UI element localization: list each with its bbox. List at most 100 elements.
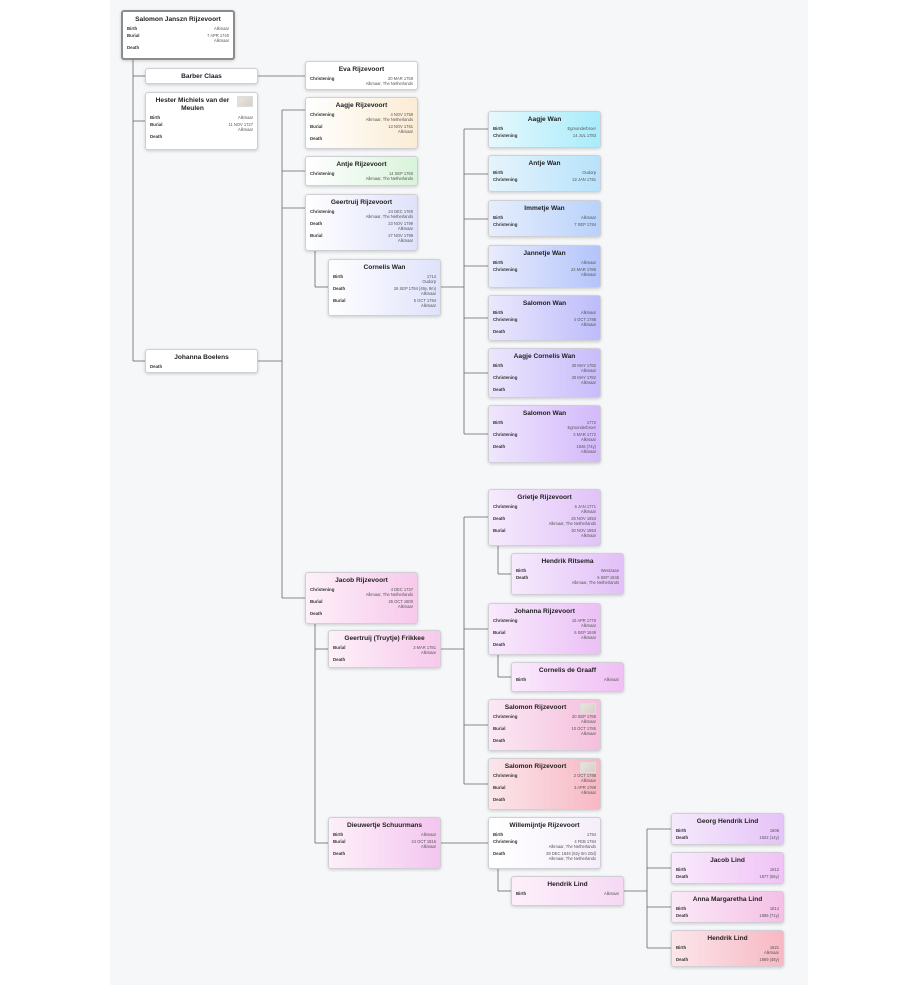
event-label: Burial [333, 298, 346, 303]
event-value: 1822 (14y) [759, 835, 779, 840]
event-value: 23 NOV 1799 Alkmaar [388, 221, 413, 231]
event-row-death: Death [329, 657, 440, 662]
event-label: Death [493, 851, 506, 856]
event-row-burial: Burial 27 NOV 1799 Alkmaar [306, 233, 417, 243]
person-name: Antje Rijzevoort [336, 161, 387, 168]
event-label: Death [333, 657, 346, 662]
event-label: Christening [493, 773, 518, 778]
event-value: 1821 Alkmaar [763, 945, 779, 955]
event-label: Birth [676, 906, 687, 911]
event-value: 7 SEP 1784 [574, 222, 596, 227]
person-name: Salomon Wan [522, 410, 567, 417]
event-label: Christening [493, 839, 518, 844]
event-label: Death [493, 516, 506, 521]
photo-thumbnail[interactable] [580, 762, 596, 773]
event-value: 2 OCT 1788 Alkmaar [573, 773, 596, 783]
person-card-barber-claas[interactable]: Barber Claas [145, 68, 258, 84]
event-label: Birth [127, 26, 138, 31]
event-label: Birth [493, 832, 504, 837]
event-label: Death [493, 797, 506, 802]
person-name: Georg Hendrik Lind [696, 818, 759, 825]
event-label: Burial [127, 33, 140, 38]
event-value: 30 MAY 1782 Alkmaar [571, 363, 596, 373]
photo-thumbnail[interactable] [237, 96, 253, 107]
event-row-death: Death [306, 136, 417, 141]
photo-thumbnail[interactable] [580, 703, 596, 714]
person-name: Jannetje Wan [523, 250, 566, 257]
event-value: 28 DEC 1846 (62y 0m 20d) Alkmaar, The Ne… [546, 851, 596, 861]
event-value: 15 APR 1770 Alkmaar [571, 618, 596, 628]
event-row-death: Death [489, 329, 600, 334]
event-value: 30 MAY 1782 Alkmaar [571, 375, 596, 385]
event-label: Birth [493, 170, 504, 175]
event-value: 20 MAR 1758 Alkmaar, The Netherlands [365, 76, 413, 86]
event-label: Christening [493, 177, 518, 182]
event-row-death: Death [306, 611, 417, 616]
event-row-death: Death [489, 387, 600, 392]
event-label: Christening [493, 317, 518, 322]
event-value: 6 SEP 1846 Alkmaar, The Netherlands [571, 575, 619, 585]
event-row-death: Death [123, 45, 233, 50]
event-row-death: Death [489, 642, 600, 647]
person-name: Johanna Boelens [174, 354, 229, 361]
person-name: Grietje Rijzevoort [517, 494, 572, 501]
event-value: Alkmaar [603, 891, 619, 896]
event-value: 1869 (48y) [759, 957, 779, 962]
event-label: Death [310, 136, 323, 141]
event-value: 4 OCT 1788 Alkmaar [573, 317, 596, 327]
event-row-death: Death [489, 738, 600, 743]
event-value: 13 NOV 1761 Alkmaar [388, 124, 413, 134]
event-value: 26 NOV 1853 Alkmaar, The Netherlands [548, 516, 596, 526]
event-value: 1808 [769, 828, 779, 833]
event-value: 27 NOV 1799 Alkmaar [388, 233, 413, 243]
event-label: Death [676, 957, 689, 962]
event-label: Burial [310, 233, 323, 238]
